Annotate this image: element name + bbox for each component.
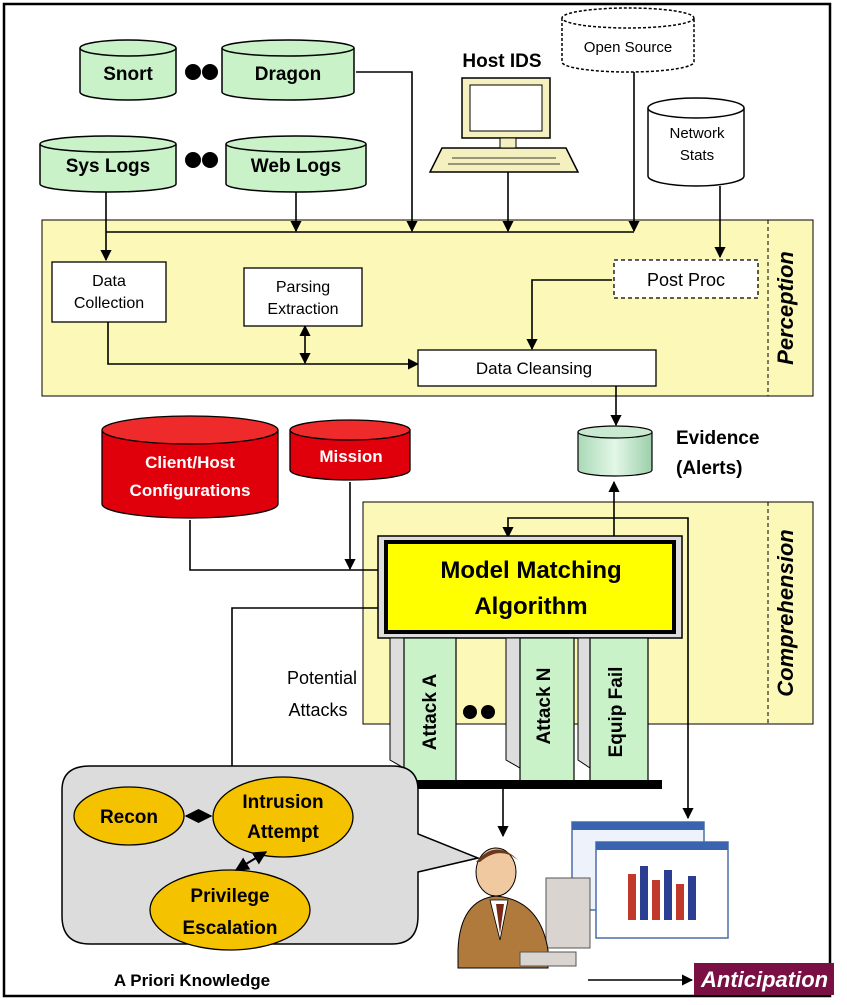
attack-card: Equip Fail <box>577 637 649 787</box>
snort-database-icon: Snort <box>79 39 177 101</box>
privilege-escalation-node <box>149 869 311 951</box>
comprehension-connectors <box>189 480 694 986</box>
mission-label: Mission <box>319 447 382 466</box>
ellipsis-dots <box>185 64 218 80</box>
attack-card: Attack N <box>505 637 575 787</box>
anticipation-label: Anticipation <box>700 967 828 992</box>
network-stats-line1: Network <box>669 125 725 142</box>
evidence-line1: Evidence <box>676 428 759 449</box>
ellipsis-dots <box>463 705 495 719</box>
dragon-label: Dragon <box>255 64 322 85</box>
client-host-line2: Configurations <box>130 481 251 500</box>
mission-database-icon: Mission <box>289 419 411 481</box>
web-logs-label: Web Logs <box>251 156 341 177</box>
intrusion-line2: Attempt <box>247 822 319 843</box>
client-host-line1: Client/Host <box>145 453 235 472</box>
intrusion-attempt-node <box>212 776 354 858</box>
sys-logs-database-icon: Sys Logs <box>39 135 177 193</box>
model-matching-box <box>384 540 676 634</box>
privilege-line1: Privilege <box>190 886 269 907</box>
potential-attacks-line1: Potential <box>287 668 357 688</box>
analyst-icon <box>457 821 729 969</box>
network-stats-line2: Stats <box>680 147 714 164</box>
open-source-database-icon: Open Source <box>561 7 695 73</box>
model-matching-line2: Algorithm <box>474 593 587 620</box>
anticipation-tag <box>694 963 834 995</box>
parsing-extraction-line2: Extraction <box>267 301 338 318</box>
attack-base-bar <box>400 780 662 789</box>
client-host-config-database-icon: Client/Host Configurations <box>101 415 279 519</box>
web-logs-database-icon: Web Logs <box>225 135 367 193</box>
attack-n-label: Attack N <box>534 667 555 744</box>
post-proc-label: Post Proc <box>647 270 725 290</box>
attack-card: Attack A <box>389 637 457 787</box>
host-ids-label: Host IDS <box>462 51 541 72</box>
parsing-extraction-line1: Parsing <box>276 279 330 296</box>
parsing-extraction-box <box>243 267 363 327</box>
dragon-database-icon: Dragon <box>221 39 355 101</box>
data-collection-line1: Data <box>92 273 126 290</box>
data-collection-box <box>51 261 167 323</box>
recon-label: Recon <box>100 807 158 828</box>
a-priori-label: A Priori Knowledge <box>114 971 270 990</box>
snort-label: Snort <box>103 64 153 85</box>
ellipsis-dots <box>185 152 218 168</box>
model-matching-line1: Model Matching <box>440 557 621 584</box>
computer-icon <box>428 77 580 173</box>
equip-fail-label: Equip Fail <box>606 667 627 758</box>
intrusion-line1: Intrusion <box>242 792 323 813</box>
data-cleansing-box <box>417 349 657 387</box>
attack-a-label: Attack A <box>420 674 441 751</box>
data-cleansing-label: Data Cleansing <box>476 359 592 378</box>
data-collection-line2: Collection <box>74 295 144 312</box>
open-source-label: Open Source <box>584 39 672 56</box>
a-priori-connectors <box>184 809 268 871</box>
recon-node <box>73 786 185 846</box>
comprehension-label: Comprehension <box>773 529 798 696</box>
perception-connectors <box>100 71 726 427</box>
evidence-line2: (Alerts) <box>676 458 743 479</box>
evidence-database-icon <box>577 425 653 477</box>
potential-attacks-line2: Attacks <box>288 700 347 720</box>
perception-label: Perception <box>773 251 798 365</box>
sys-logs-label: Sys Logs <box>66 156 150 177</box>
post-proc-box <box>613 259 759 299</box>
network-stats-database-icon: Network Stats <box>647 97 745 187</box>
privilege-line2: Escalation <box>182 918 277 939</box>
